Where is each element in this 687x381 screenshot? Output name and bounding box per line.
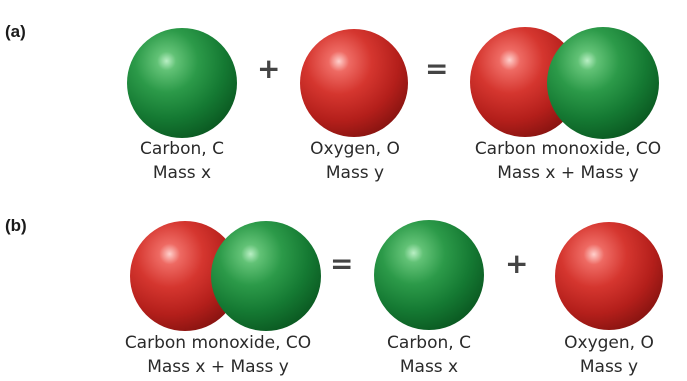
panel-a-label: (a)	[5, 22, 26, 41]
oxygen-atom-b	[555, 222, 663, 330]
carbon-name: Carbon, C	[140, 139, 224, 159]
co-carbon-atom	[547, 27, 659, 139]
carbon-atom	[127, 28, 237, 138]
carbon-mass-b: Mass x	[399, 357, 459, 377]
oxygen-caption: Oxygen, O Mass y	[290, 137, 420, 185]
carbon-mass: Mass x	[152, 163, 212, 183]
oxygen-mass-b: Mass y	[579, 357, 639, 377]
oxygen-name: Oxygen, O	[310, 139, 400, 159]
equals-sign-b: =	[330, 247, 354, 280]
oxygen-name-b: Oxygen, O	[564, 333, 654, 353]
oxygen-caption-b: Oxygen, O Mass y	[544, 331, 674, 379]
co-caption-b: Carbon monoxide, CO Mass x + Mass y	[98, 331, 338, 379]
co-carbon-atom-b	[211, 221, 321, 331]
oxygen-mass: Mass y	[325, 163, 385, 183]
co-name-b: Carbon monoxide, CO	[124, 333, 312, 353]
carbon-atom-b	[374, 220, 484, 330]
co-mass: Mass x + Mass y	[497, 163, 639, 183]
co-mass-b: Mass x + Mass y	[147, 357, 289, 377]
plus-sign: +	[257, 52, 281, 85]
oxygen-atom	[300, 29, 408, 137]
panel-b-label: (b)	[5, 216, 27, 235]
carbon-caption: Carbon, C Mass x	[117, 137, 247, 185]
carbon-name-b: Carbon, C	[387, 333, 471, 353]
equals-sign: =	[425, 52, 449, 85]
co-name: Carbon monoxide, CO	[474, 139, 662, 159]
carbon-caption-b: Carbon, C Mass x	[364, 331, 494, 379]
co-caption: Carbon monoxide, CO Mass x + Mass y	[453, 137, 683, 185]
plus-sign-b: +	[505, 247, 529, 280]
